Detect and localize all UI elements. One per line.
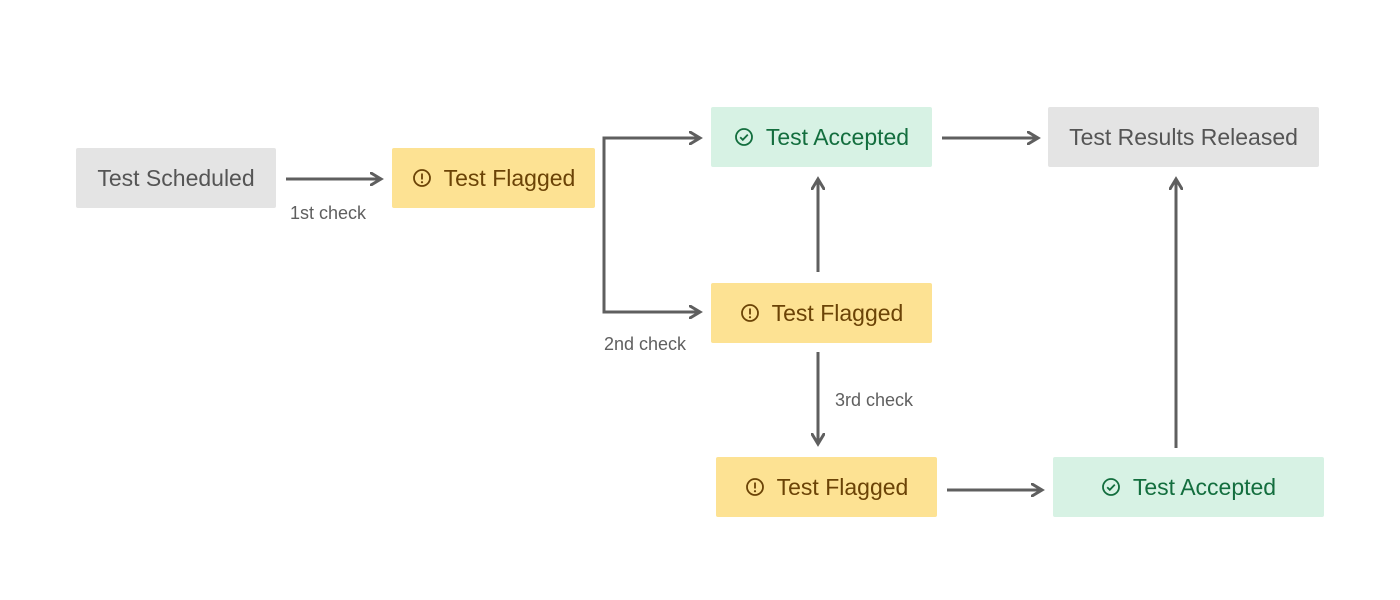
test-flagged-label-1: Test Flagged (443, 164, 576, 191)
check-circle-icon (734, 127, 754, 147)
arrow-flagged-to-accepted (602, 138, 700, 210)
third-check-label: 3rd check (835, 390, 914, 410)
test-accepted-node-2: Test Accepted (1053, 457, 1324, 517)
test-flagged-label-3: Test Flagged (776, 473, 909, 500)
test-results-released-node: Test Results Released (1048, 107, 1319, 167)
test-scheduled-node: Test Scheduled (76, 148, 276, 208)
test-results-released-label: Test Results Released (1069, 123, 1298, 150)
second-check-label: 2nd check (604, 334, 687, 354)
alert-circle-icon (745, 477, 765, 497)
test-flagged-node-1: Test Flagged (392, 148, 595, 208)
test-flagged-node-2: Test Flagged (711, 283, 932, 343)
test-flagged-label-2: Test Flagged (771, 299, 904, 326)
test-accepted-label-2: Test Accepted (1132, 473, 1277, 500)
first-check-label: 1st check (290, 203, 367, 223)
alert-circle-icon (740, 303, 760, 323)
alert-circle-icon (412, 168, 432, 188)
check-circle-icon (1101, 477, 1121, 497)
test-flagged-node-3: Test Flagged (716, 457, 937, 517)
test-accepted-label-1: Test Accepted (765, 123, 910, 150)
test-accepted-node-1: Test Accepted (711, 107, 932, 167)
test-scheduled-label: Test Scheduled (97, 164, 255, 191)
arrow-flagged-to-second-flagged (602, 210, 700, 312)
